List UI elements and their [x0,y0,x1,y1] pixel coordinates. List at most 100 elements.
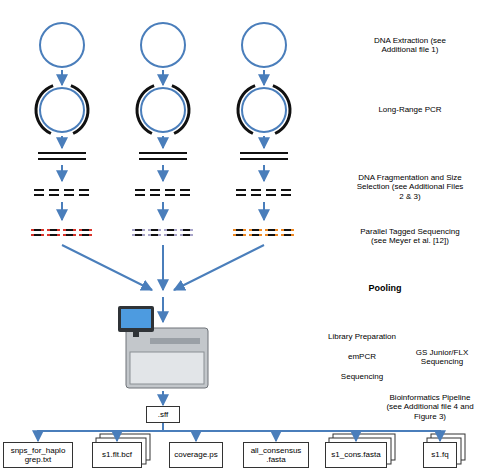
monitor-stand [133,332,139,337]
output-arrow [163,423,356,441]
fragment [268,229,275,231]
flow-arrow [263,136,265,148]
step-label: DNA Extraction (see Additional file 1) [360,36,460,54]
fragment [252,229,259,231]
fragment [34,229,41,231]
tag [79,234,82,236]
flow-arrow [61,202,63,220]
output-arrow [38,423,163,441]
tag [41,234,44,236]
tag [174,229,177,231]
sequencer-body [126,328,208,388]
tag [233,229,236,231]
fragment [180,189,190,191]
step-label: Parallel Tagged Sequencing (see Meyer et… [355,227,465,245]
file-name: coverage.ps [174,450,218,459]
tag [73,234,76,236]
tag [259,229,262,231]
tag [132,234,135,236]
tag [291,234,294,236]
tag [132,229,135,231]
tag [180,234,183,236]
tag [190,234,193,236]
step-label: emPCR [322,352,402,361]
fragment [252,234,259,236]
fragment [281,189,291,191]
fragment [135,189,145,191]
sequencer-front [130,352,204,384]
flow-arrow [62,245,152,290]
tag [57,229,60,231]
fragment [236,189,246,191]
tag [174,234,177,236]
tag [259,234,262,236]
fragment [236,229,243,231]
pcr-amplicon [135,84,154,135]
tag [148,234,151,236]
tag [233,234,236,236]
tag [63,229,66,231]
tag [243,234,246,236]
output-arrow [163,423,440,441]
fragment [66,234,73,236]
file-name: all_consensus .fasta [248,446,304,464]
file-name: .sff [151,410,175,419]
mtdna-circle [141,23,185,67]
tag [275,229,278,231]
fragment [236,194,246,196]
output-file-box: s1.fq [423,442,457,468]
monitor-screen [121,309,151,328]
fragment [251,194,261,196]
fragment [151,229,158,231]
fragment [268,234,275,236]
fragment [82,234,89,236]
tag [31,229,34,231]
step-label: Sequencing [322,372,402,381]
fragment [34,194,44,196]
flow-arrow [61,165,63,181]
tag [180,229,183,231]
tag [148,229,151,231]
tag [89,229,92,231]
tag [73,229,76,231]
tag [281,229,284,231]
amplicon-strand [38,158,86,160]
amplicon-strand [139,152,187,154]
tag [275,234,278,236]
fragment [49,189,59,191]
fragment [266,194,276,196]
fragment [82,229,89,231]
fragment [251,189,261,191]
flow-arrow [61,70,63,85]
flow-arrow [162,297,164,322]
tag [265,229,268,231]
step-label: Bioinformatics Pipeline (see Additional … [384,393,476,421]
pooling-arrows [62,245,264,322]
output-arrow [163,423,276,441]
tag [47,229,50,231]
fragment [284,234,291,236]
amplicon-strand [38,152,86,154]
tag [79,229,82,231]
pcr-amplicon [171,84,190,135]
fragment [150,194,160,196]
tag [63,234,66,236]
fragment [165,189,175,191]
tag [158,234,161,236]
fragment [79,194,89,196]
pcr-amplicon [34,84,53,135]
file-name: s1_cons.fasta [330,450,382,459]
fragment [151,234,158,236]
fragment [281,194,291,196]
tag [41,229,44,231]
flow-arrow [263,70,265,85]
tag [190,229,193,231]
fragment [284,229,291,231]
fragment [266,189,276,191]
output-file-box: s1_cons.fasta [325,442,387,468]
fragment [183,234,190,236]
fragment [64,189,74,191]
sequencer-icon [118,306,208,388]
fragment [64,194,74,196]
